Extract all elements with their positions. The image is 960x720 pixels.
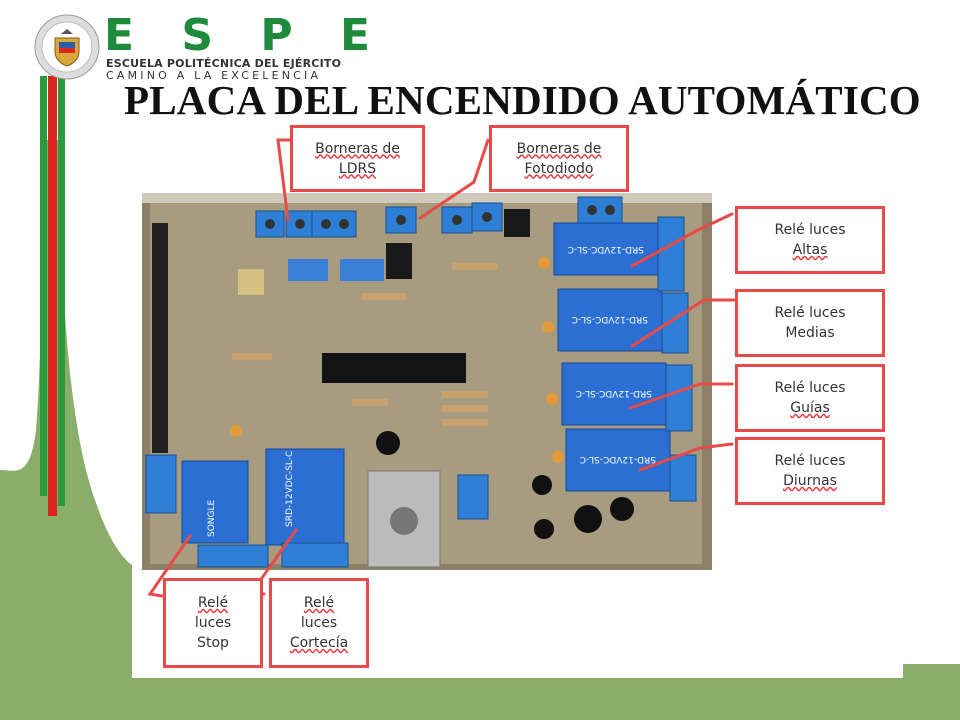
callout-rele-stop-line2: luces <box>194 615 232 631</box>
callout-rele-medias: Relé luces Medias <box>735 289 885 357</box>
callout-rele-guias-line1: Relé luces <box>774 380 846 396</box>
relay-label-cortecia: SRD-12VDC-SL-C <box>285 451 295 527</box>
callout-rele-stop-line1: Relé <box>197 595 229 611</box>
callout-rele-altas-line2: Altas <box>792 242 828 258</box>
callout-borneras-ldrs: Borneras de LDRS <box>290 125 425 192</box>
callout-rele-altas-line1: Relé luces <box>774 222 846 238</box>
callout-borneras-fotodiodo-line1: Borneras de <box>516 140 602 157</box>
logo-institution-name: ESCUELA POLITÉCNICA DEL EJÉRCITO <box>106 57 342 70</box>
callout-borneras-ldrs-line1: Borneras de <box>315 140 400 157</box>
relay-label-guias: SRD-12VDC-SL-C <box>576 388 652 398</box>
callout-borneras-fotodiodo: Borneras de Fotodiodo <box>489 125 629 192</box>
callout-rele-medias-line2: Medias <box>785 325 835 341</box>
callout-rele-guias-line2: Guías <box>790 400 830 416</box>
callout-rele-diurnas-line1: Relé luces <box>774 453 846 469</box>
relay-label-stop: SONGLE <box>207 499 217 537</box>
callout-rele-cortecia-line2: luces <box>300 615 338 631</box>
callout-rele-guias: Relé luces Guías <box>735 364 885 432</box>
relay-label-altas: SRD-12VDC-SL-C <box>568 244 644 254</box>
logo-motto: CAMINO A LA EXCELENCIA <box>106 69 322 82</box>
callout-borneras-fotodiodo-line2: Fotodiodo <box>524 160 594 177</box>
callout-rele-cortecia-line1: Relé <box>303 595 335 611</box>
callout-rele-stop-line3: Stop <box>197 635 229 651</box>
pcb-board-photo: SRD-12VDC-SL-C SRD-12VDC-SL-C SRD-12VDC-… <box>142 193 712 570</box>
callout-rele-diurnas-line2: Diurnas <box>783 473 837 489</box>
espe-logo-wordmark: E S P E <box>104 10 387 61</box>
callout-rele-diurnas: Relé luces Diurnas <box>735 437 885 505</box>
callout-rele-cortecia-line3: Cortecía <box>289 635 349 651</box>
callout-borneras-ldrs-line2: LDRS <box>338 160 377 177</box>
callout-rele-cortecia: Relé luces Cortecía <box>269 578 369 668</box>
callout-rele-medias-line1: Relé luces <box>774 305 846 321</box>
callout-rele-stop: Relé luces Stop <box>163 578 263 668</box>
callout-rele-altas: Relé luces Altas <box>735 206 885 274</box>
relay-label-medias: SRD-12VDC-SL-C <box>572 314 648 324</box>
espe-seal-logo <box>34 14 100 80</box>
relay-label-diurnas: SRD-12VDC-SL-C <box>580 454 656 464</box>
slide-title: PLACA DEL ENCENDIDO AUTOMÁTICO <box>124 77 921 123</box>
